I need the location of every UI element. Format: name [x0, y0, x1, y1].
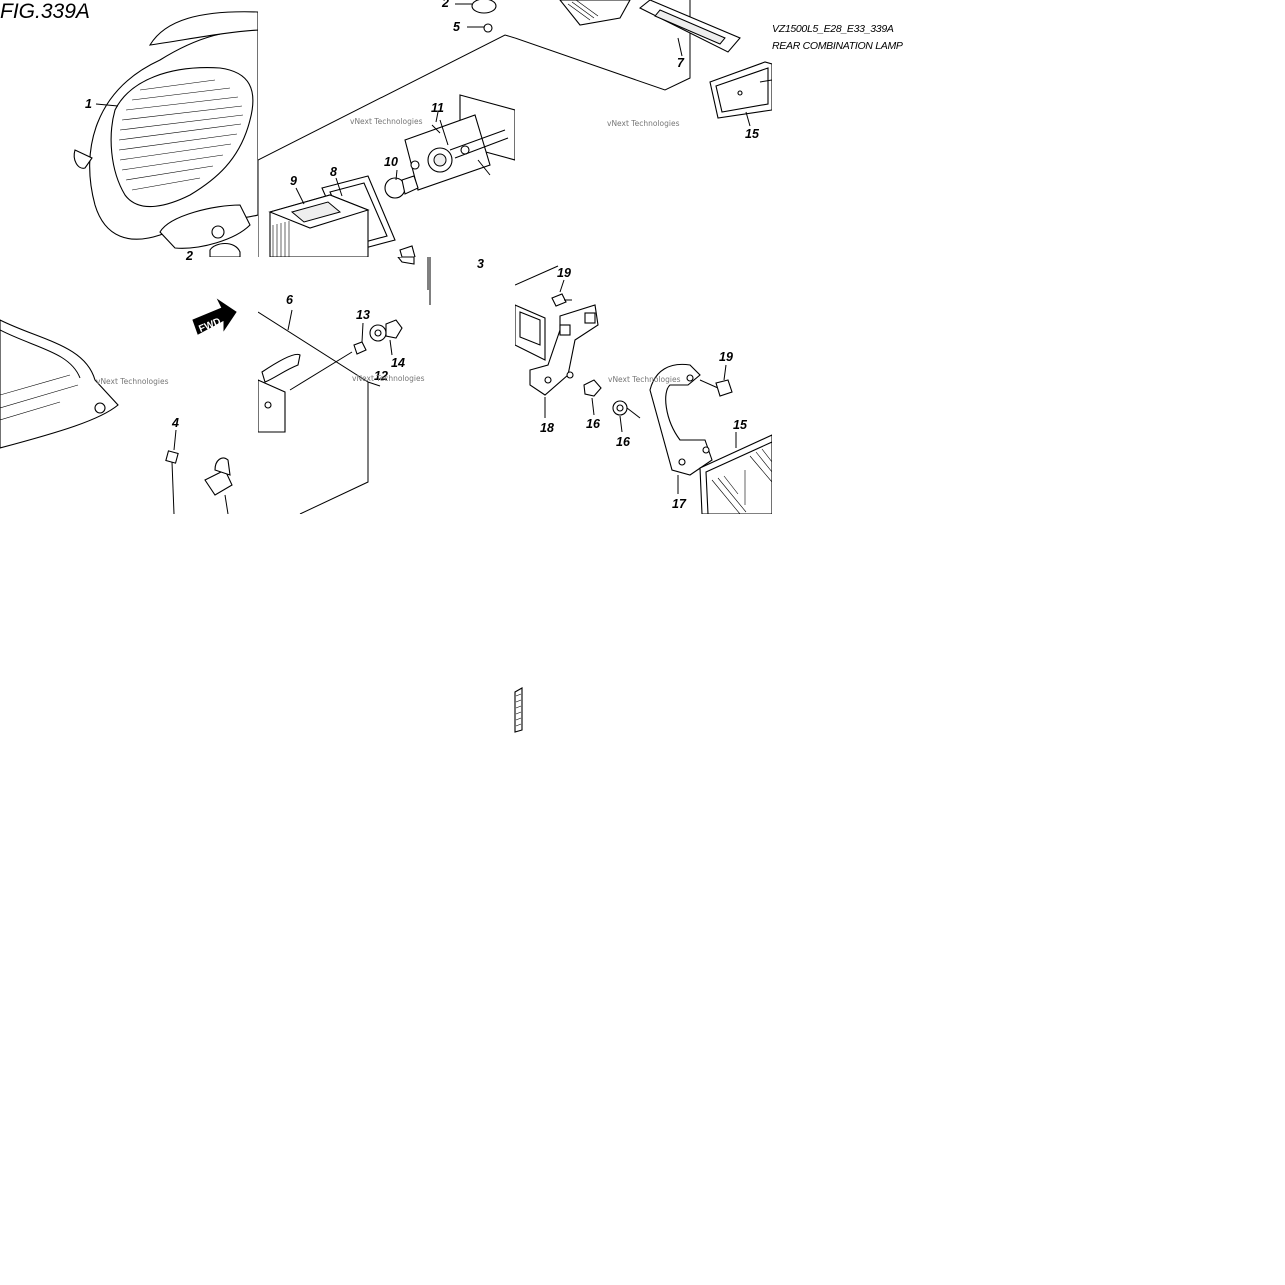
callout-19a: 19 [557, 266, 571, 280]
reflector-assembly [515, 0, 772, 127]
watermark-3: vNext Technologies [96, 377, 169, 386]
box-hatch [567, 0, 599, 21]
diagram-name: REAR COMBINATION LAMP [772, 40, 903, 52]
callout-19b: 19 [719, 350, 733, 364]
callout-16b: 16 [616, 435, 631, 449]
callout-2: 2 [441, 0, 449, 10]
callout-11: 11 [431, 101, 444, 115]
watermark-5: vNext Technologies [608, 375, 681, 384]
watermark-4: vNext Technologies [352, 374, 425, 383]
callout-15a: 15 [745, 127, 760, 141]
reflector-bracket-assembly [515, 265, 772, 514]
callout-9: 9 [290, 174, 297, 188]
callout-12: 12 [374, 369, 388, 383]
diagram-code: VZ1500L5_E28_E33_339A [772, 23, 894, 35]
lens-cover-hatch [272, 221, 290, 257]
callout-18: 18 [540, 421, 554, 435]
fender-lines [0, 374, 79, 421]
callout-16a: 16 [586, 417, 601, 431]
callout-4: 4 [171, 416, 179, 430]
figure-title: FIG.339A [0, 0, 90, 23]
callout-8: 8 [330, 165, 337, 179]
callout-3: 3 [477, 257, 484, 271]
leader-1 [95, 103, 119, 107]
callout-2b: 2 [185, 249, 193, 263]
callout-1: 1 [85, 97, 92, 111]
callout-10: 10 [384, 155, 398, 169]
callout-13: 13 [356, 308, 370, 322]
watermark-2: vNext Technologies [607, 119, 680, 128]
fender-assembly: FWD [0, 298, 237, 514]
callout-14: 14 [391, 356, 405, 370]
callout-6: 6 [286, 293, 294, 307]
lens-ribs [118, 79, 244, 191]
callout-7: 7 [677, 56, 685, 70]
reflector-hatch [711, 448, 772, 514]
fwd-arrow-icon: FWD [192, 298, 237, 335]
reflector-fragment [514, 687, 523, 733]
callout-17: 17 [672, 497, 687, 511]
callout-15b: 15 [733, 418, 748, 432]
license-lamp-assembly [258, 0, 515, 257]
watermark-1: vNext Technologies [350, 117, 423, 126]
callout-5: 5 [453, 20, 461, 34]
tail-lamp-assembly [73, 11, 258, 257]
license-mount-assembly [258, 257, 431, 514]
